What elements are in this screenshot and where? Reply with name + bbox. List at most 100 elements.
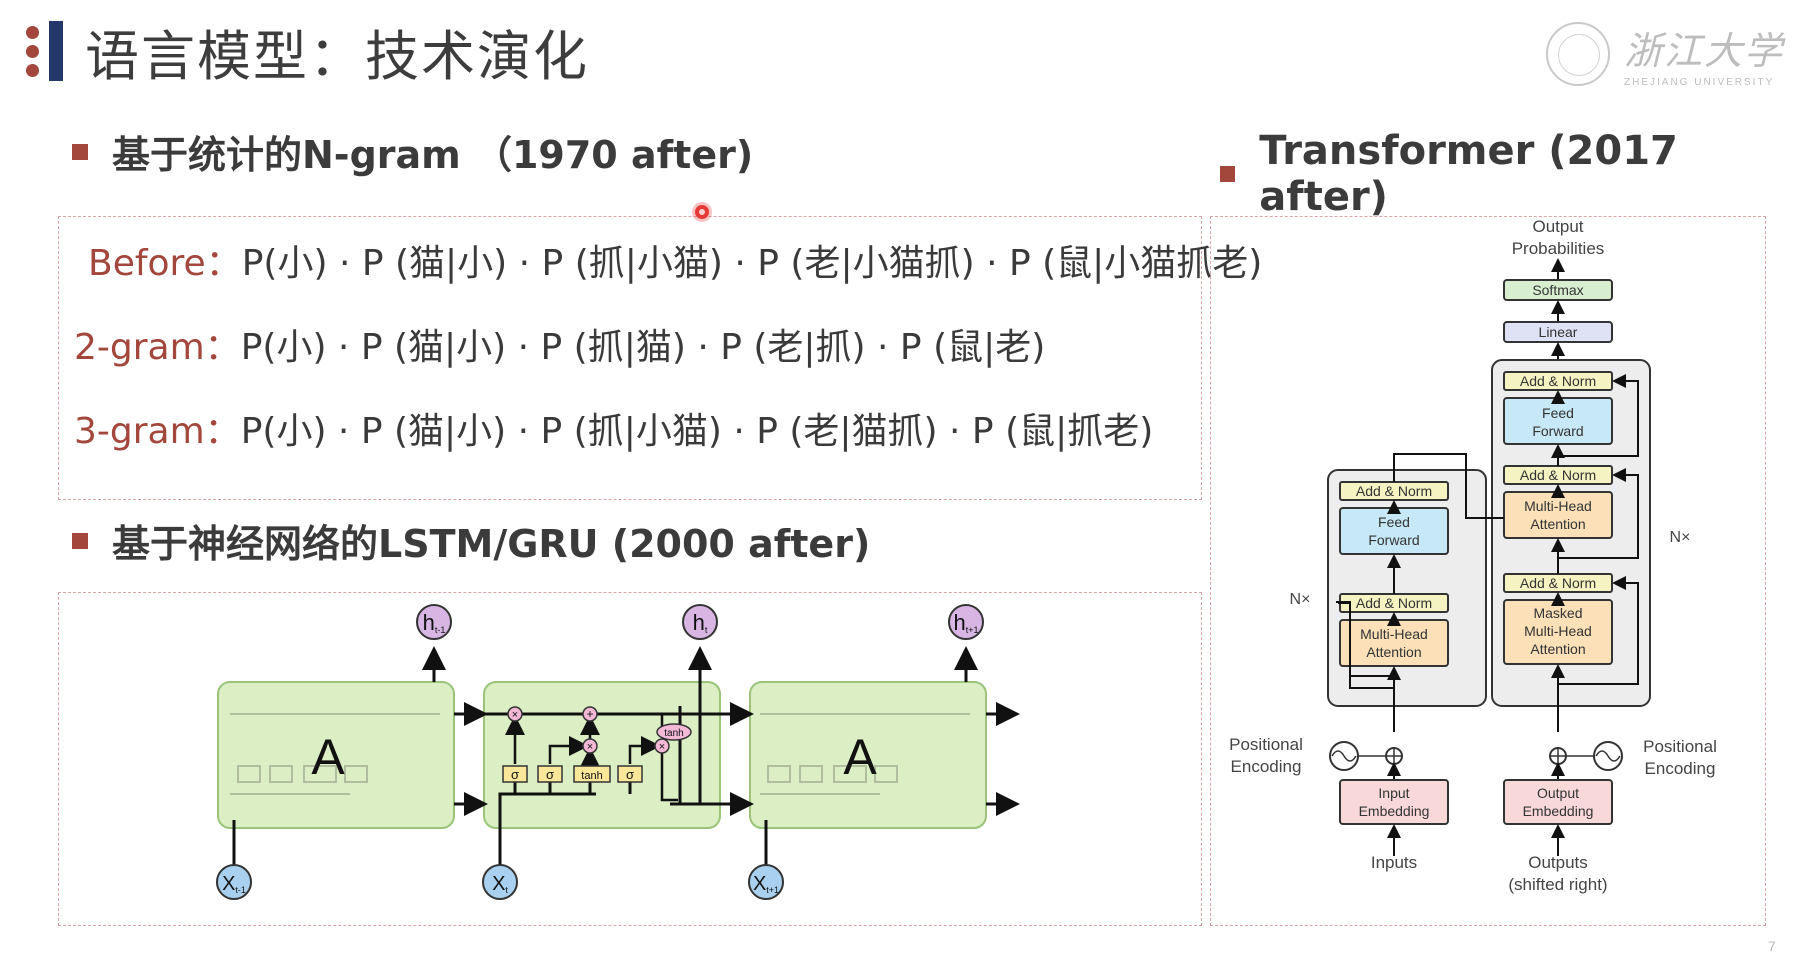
encoder-mha-label-1: Multi-Head (1360, 626, 1428, 642)
svg-text:Xt-1: Xt-1 (222, 873, 246, 895)
x-node-prev (216, 864, 252, 900)
decoder-mha-label-1: Multi-Head (1524, 498, 1592, 514)
section-heading-transformer: Transformer (2017 after) (1220, 128, 1796, 220)
formula-label: 3-gram： (74, 411, 241, 452)
section-heading-ngram: 基于统计的N-gram （1970 after) (72, 124, 753, 179)
h-node-next (948, 604, 984, 640)
section-heading-transformer-text: Transformer (2017 after) (1259, 128, 1678, 220)
lstm-cell-next (749, 681, 987, 829)
decoder-nx-label: N× (1670, 529, 1691, 546)
title-bar: 语言模型：技术演化 (26, 16, 589, 88)
formula-3gram: 3-gram：P(小) · P (猫|小) · P (抓|小猫) · P (老|… (74, 402, 1153, 454)
op-add (582, 706, 598, 722)
outputs-label-1: Outputs (1528, 853, 1588, 872)
gate-output-label: σ (626, 767, 634, 782)
decoder-add-norm-3-label: Add & Norm (1520, 373, 1596, 389)
encoder-nx-label: N× (1290, 591, 1311, 608)
formula-2gram: 2-gram：P(小) · P (猫|小) · P (抓|猫) · P (老|抓… (74, 318, 1045, 370)
gate-input (537, 765, 563, 783)
linear-label: Linear (1539, 324, 1578, 340)
svg-text:Xt+1: Xt+1 (753, 873, 779, 895)
lstm-box (58, 592, 1202, 926)
h-node-current (682, 604, 718, 640)
decoder-feed-forward-label-1: Feed (1542, 405, 1574, 421)
op-multiply-output-label: × (659, 741, 665, 753)
x-node-current-label: X (492, 873, 505, 895)
gate-output (617, 765, 643, 783)
logo-name-en: ZHEJIANG UNIVERSITY (1624, 77, 1775, 88)
x-node-prev-label: X (222, 873, 235, 895)
decoder-masked-label-2: Multi-Head (1524, 623, 1592, 639)
square-bullet-icon (72, 143, 88, 160)
laser-pointer-dot (695, 205, 709, 219)
logo-name-cn: 浙江大学 (1624, 29, 1785, 73)
formula-expr: P(小) · P (猫|小) · P (抓|小猫) · P (老|猫抓) · P… (240, 411, 1154, 452)
gate-input-label: σ (546, 767, 554, 782)
lstm-cell-prev (217, 681, 455, 829)
decoder-masked-label-3: Attention (1530, 641, 1585, 657)
gate-forget-label: σ (511, 767, 519, 782)
h-node-prev (416, 604, 452, 640)
gate-tanh-label: tanh (581, 770, 602, 782)
title-dots-icon (26, 25, 39, 77)
section-heading-lstm-text: 基于神经网络的LSTM/GRU (2000 after) (112, 522, 871, 566)
x-node-current (482, 864, 518, 900)
svg-text:ht-1: ht-1 (423, 610, 446, 635)
decoder-mha-label-2: Attention (1530, 516, 1585, 532)
encoder-pe-label-1: Positional (1229, 735, 1303, 754)
section-heading-ngram-text: 基于统计的N-gram （1970 after) (112, 133, 754, 177)
decoder-feed-forward-label-2: Forward (1532, 423, 1583, 439)
h-node-prev-label: h (423, 610, 435, 635)
encoder-feed-forward-label-1: Feed (1378, 514, 1410, 530)
square-bullet-icon (72, 532, 88, 549)
lstm-cell-next-label: A (843, 729, 877, 785)
title-accent-bar (49, 21, 63, 81)
inputs-label: Inputs (1371, 853, 1417, 872)
square-bullet-icon (1220, 166, 1236, 182)
encoder-mha-label-2: Attention (1366, 644, 1421, 660)
output-probabilities-label-2: Probabilities (1512, 239, 1605, 258)
lstm-diagram: A A σ σ tanh σ × + × × tanh (216, 604, 1020, 900)
op-multiply-forget-label: × (512, 709, 518, 721)
outputs-label-2: (shifted right) (1508, 875, 1607, 894)
svg-text:Xt: Xt (492, 873, 508, 895)
output-embedding-label-2: Embedding (1523, 803, 1594, 819)
op-tanh-label: tanh (664, 728, 683, 739)
ngram-box (58, 216, 1202, 500)
encoder-feed-forward-label-2: Forward (1368, 532, 1419, 548)
op-multiply-input (582, 738, 598, 754)
slide-title: 语言模型：技术演化 (85, 24, 589, 88)
softmax-label: Softmax (1532, 282, 1583, 298)
lstm-cell-current (483, 681, 721, 829)
decoder-add-norm-1-label: Add & Norm (1520, 575, 1596, 591)
decoder-add-norm-2-label: Add & Norm (1520, 467, 1596, 483)
decoder-masked-label-1: Masked (1533, 605, 1582, 621)
x-node-current-sub: t (505, 885, 508, 895)
decoder-pe-label-1: Positional (1643, 737, 1717, 756)
output-probabilities-label-1: Output (1532, 218, 1583, 236)
op-multiply-input-label: × (587, 741, 593, 753)
transformer-diagram: Output Probabilities Softmax Linear Add … (1229, 218, 1717, 894)
h-node-prev-sub: t-1 (435, 625, 446, 635)
university-seal-icon (1546, 22, 1610, 86)
decoder-pe-label-2: Encoding (1645, 759, 1716, 778)
page-number: 7 (1768, 938, 1776, 954)
svg-text:ht+1: ht+1 (953, 610, 978, 635)
formula-before: Before：P(小) · P (猫|小) · P (抓|小猫) · P (老|… (88, 234, 1262, 286)
h-node-next-label: h (953, 610, 965, 635)
encoder-add-norm-1-label: Add & Norm (1356, 595, 1432, 611)
op-multiply-output (654, 738, 670, 754)
op-tanh (656, 723, 692, 741)
input-embedding-label-1: Input (1378, 785, 1409, 801)
svg-text:ht: ht (693, 610, 708, 635)
formula-expr: P(小) · P (猫|小) · P (抓|小猫) · P (老|小猫抓) · … (241, 243, 1263, 284)
h-node-current-label: h (693, 610, 705, 635)
lstm-cell-prev-label: A (311, 729, 345, 785)
encoder-block (1327, 469, 1487, 707)
x-node-next (748, 864, 784, 900)
x-node-next-label: X (753, 873, 766, 895)
university-logo: 浙江大学 ZHEJIANG UNIVERSITY (1546, 16, 1786, 92)
encoder-add-norm-2-label: Add & Norm (1356, 483, 1432, 499)
op-multiply-forget (507, 706, 523, 722)
h-node-current-sub: t (705, 625, 708, 635)
